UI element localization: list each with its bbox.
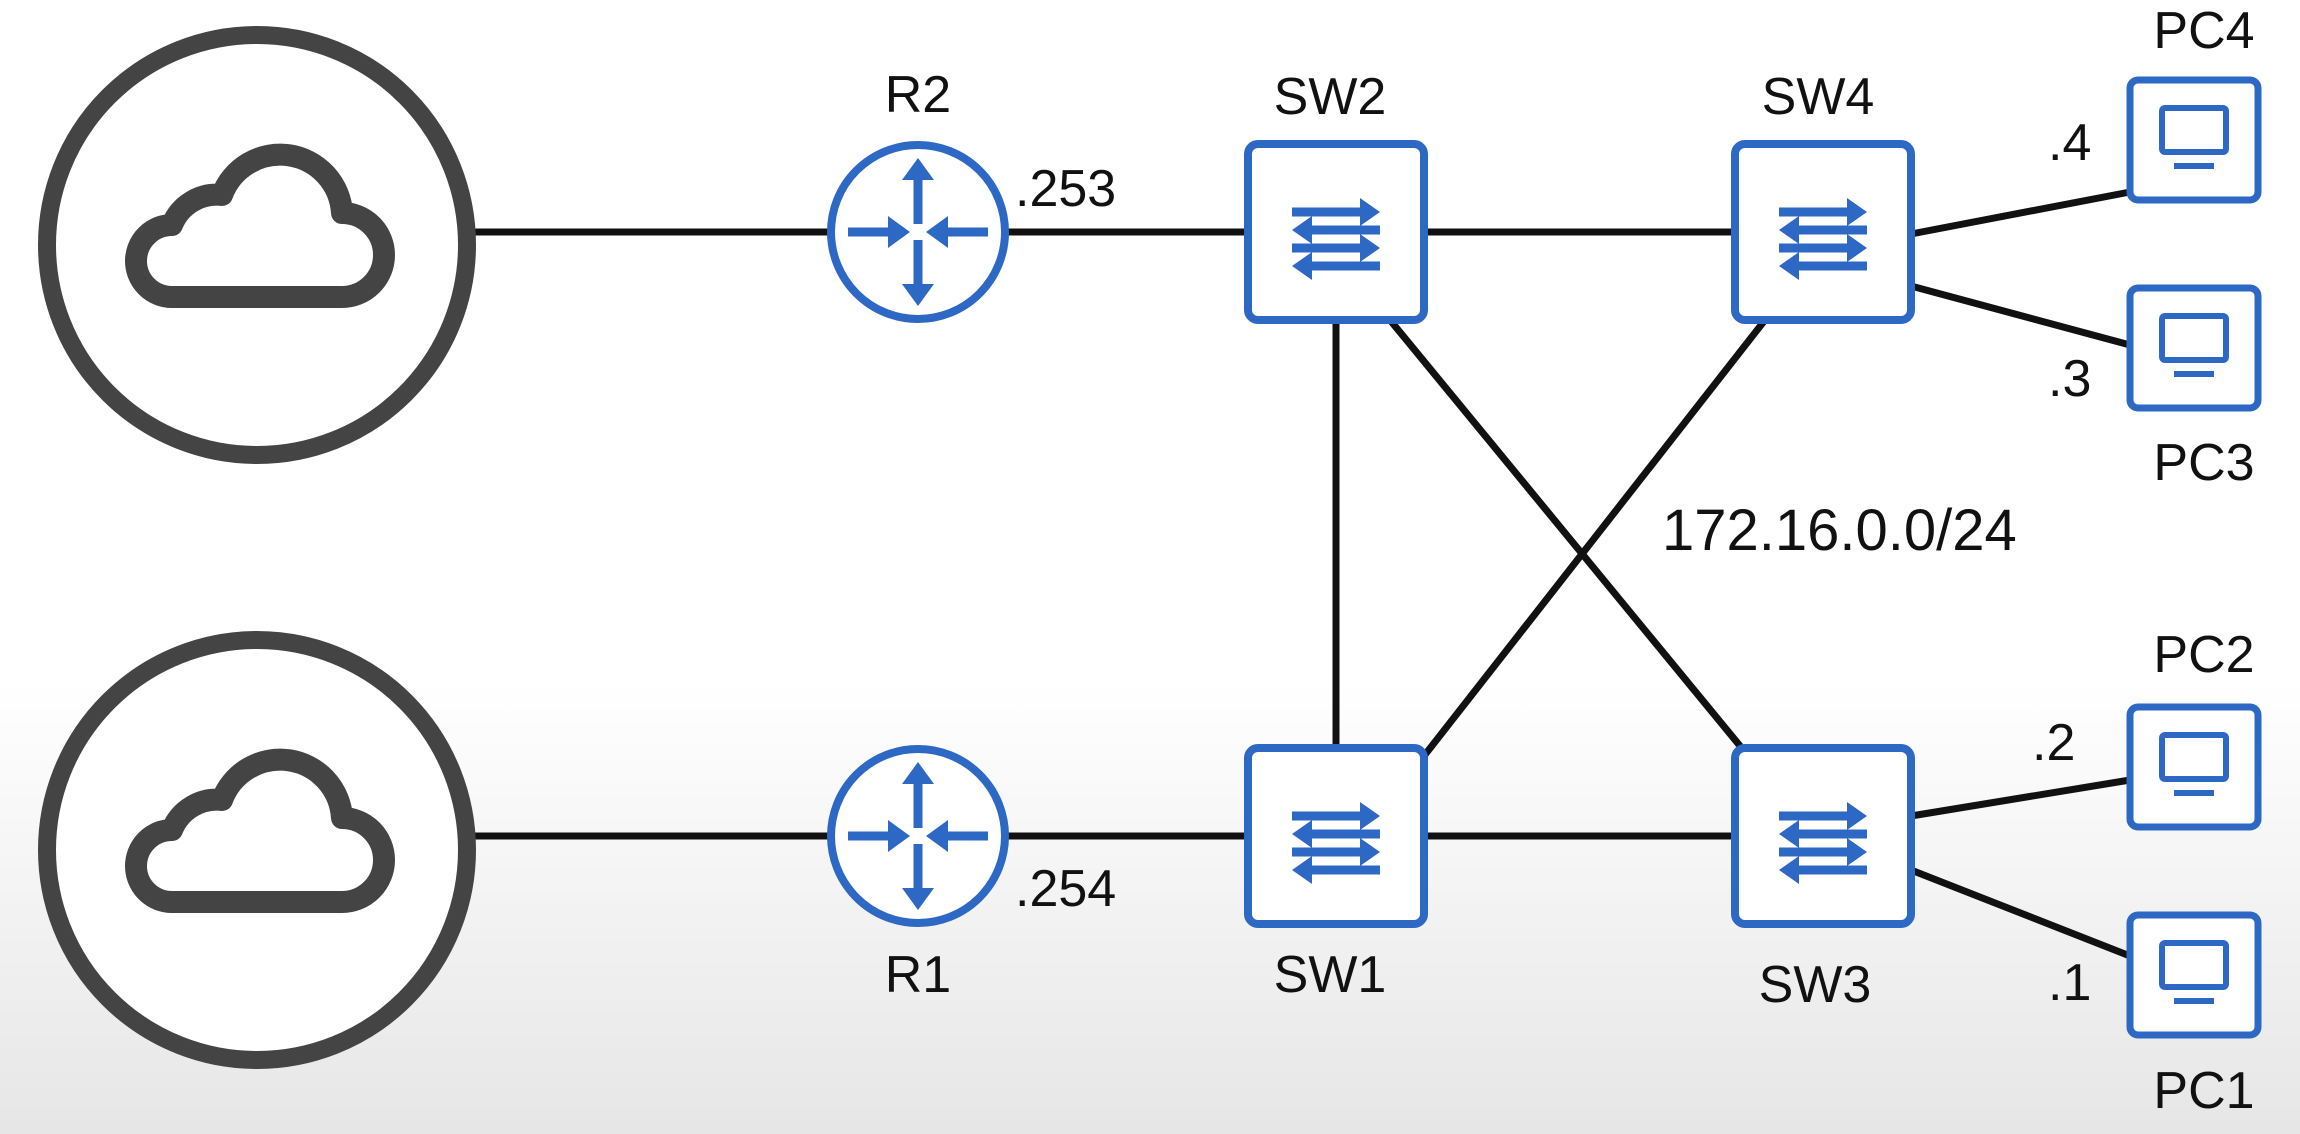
label-pc2: PC2: [2153, 626, 2254, 684]
label-pc4: PC4: [2153, 2, 2254, 60]
label-r2: R2: [885, 66, 951, 124]
pc-pc2[interactable]: [2126, 703, 2262, 831]
label-sw1: SW1: [1274, 946, 1387, 1004]
subnet-label: 172.16.0.0/24: [1662, 498, 2017, 563]
link-sw1-sw4: [1421, 317, 1768, 759]
label-pc1: PC1: [2153, 1062, 2254, 1120]
router-r1[interactable]: [827, 745, 1009, 927]
address-r1: .254: [1015, 860, 1116, 918]
link-sw3-pc2: [1910, 776, 2131, 820]
switch-sw4[interactable]: [1731, 140, 1915, 324]
pc-pc3[interactable]: [2126, 284, 2262, 412]
address-r2: .253: [1015, 160, 1116, 218]
pc-icon: [2159, 105, 2229, 169]
internet-bottom: [38, 631, 476, 1069]
link-sw4-pc3: [1910, 282, 2131, 349]
pc-icon: [2159, 732, 2229, 796]
pc-icon: [2159, 940, 2229, 1004]
link-sw2-sw3: [1387, 317, 1748, 755]
pc-pc1[interactable]: [2126, 911, 2262, 1039]
address-pc2: .2: [2032, 714, 2075, 772]
label-r1: R1: [885, 946, 951, 1004]
label-sw3: SW3: [1759, 956, 1872, 1014]
address-pc3: .3: [2048, 350, 2091, 408]
switch-sw2[interactable]: [1244, 140, 1428, 324]
pc-icon: [2159, 313, 2229, 377]
switch-sw1[interactable]: [1244, 744, 1428, 928]
label-sw4: SW4: [1762, 68, 1875, 126]
switch-sw3[interactable]: [1731, 744, 1915, 928]
link-sw4-pc4: [1910, 188, 2131, 238]
internet-top: [38, 26, 476, 464]
address-pc4: .4: [2048, 114, 2091, 172]
link-sw3-pc1: [1909, 866, 2132, 960]
label-pc3: PC3: [2153, 434, 2254, 492]
label-sw2: SW2: [1274, 68, 1387, 126]
links: [474, 188, 2132, 960]
router-r2[interactable]: [827, 141, 1009, 323]
pc-pc4[interactable]: [2126, 76, 2262, 204]
address-pc1: .1: [2048, 954, 2091, 1012]
